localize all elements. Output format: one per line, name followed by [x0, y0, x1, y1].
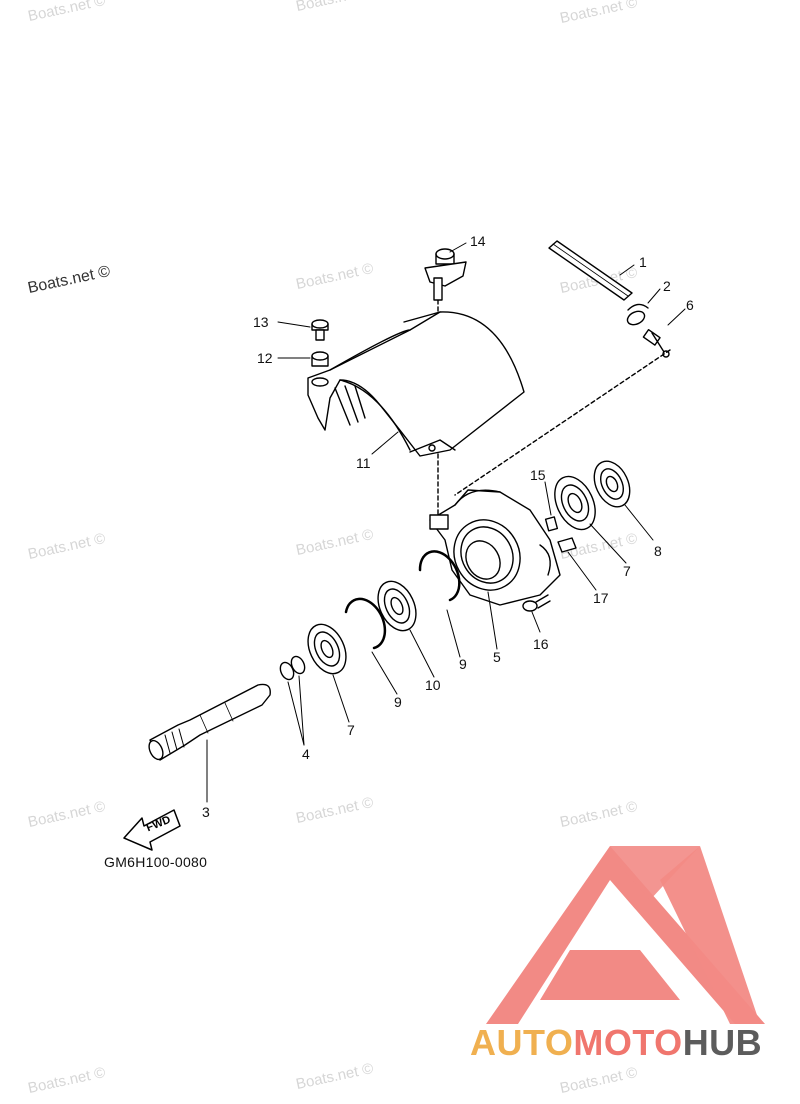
part-7-bearing-lower — [307, 623, 347, 675]
callout-13: 13 — [253, 314, 269, 330]
callout-7b: 7 — [347, 722, 355, 738]
callout-15: 15 — [530, 467, 546, 483]
callout-9a: 9 — [459, 656, 467, 672]
logo-text-auto: AUTO — [470, 1022, 574, 1063]
part-8-bearing — [593, 460, 631, 508]
callout-10: 10 — [425, 677, 441, 693]
part-17-clip — [557, 537, 577, 553]
part-7-bearing-upper — [554, 475, 596, 531]
callout-14: 14 — [470, 233, 486, 249]
callout-8: 8 — [654, 543, 662, 559]
callout-4: 4 — [302, 746, 310, 762]
automotohub-logo-text: AUTOMOTOHUB — [470, 1022, 762, 1064]
part-9-snap-ring-lower — [344, 597, 387, 650]
callout-7a: 7 — [623, 563, 631, 579]
part-2-clip — [626, 303, 649, 326]
part-9-snap-ring-upper — [418, 550, 461, 602]
callout-5: 5 — [493, 649, 501, 665]
callout-1: 1 — [639, 254, 647, 270]
part-11-cover — [307, 311, 525, 457]
part-6-fitting — [642, 329, 670, 358]
callout-11: 11 — [356, 455, 371, 471]
callout-16: 16 — [533, 636, 549, 652]
callout-6: 6 — [686, 297, 694, 313]
part-12-collar — [311, 351, 329, 367]
part-14-bolt — [424, 248, 467, 301]
part-3-shaft — [148, 683, 271, 761]
part-5-housing — [429, 489, 561, 606]
callout-12: 12 — [257, 350, 273, 366]
part-16-bolt — [522, 594, 551, 612]
alignment-line — [454, 349, 671, 496]
part-13-screw — [311, 319, 329, 341]
callout-17: 17 — [593, 590, 609, 606]
fwd-arrow-icon — [123, 809, 181, 851]
logo-text-hub: HUB — [682, 1022, 763, 1063]
part-10-bearing — [377, 580, 417, 632]
callout-3: 3 — [202, 804, 210, 820]
callout-9b: 9 — [394, 694, 402, 710]
part-4-o-rings — [279, 655, 306, 681]
part-1-pin — [548, 240, 633, 301]
logo-text-moto: MOTO — [573, 1022, 683, 1063]
part-15-pin — [544, 516, 559, 532]
diagram-code: GM6H100-0080 — [104, 854, 208, 870]
callout-2: 2 — [663, 278, 671, 294]
